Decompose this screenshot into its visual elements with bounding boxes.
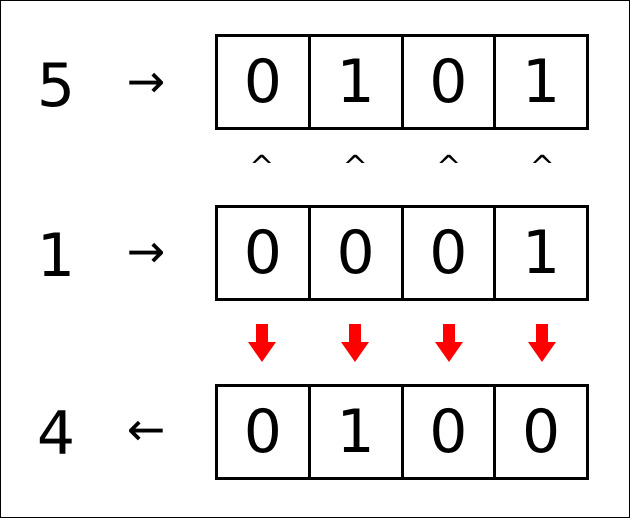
row2-bit-1: 0 [218, 208, 311, 298]
row3-bit-boxes: 0 1 0 0 [215, 384, 589, 480]
down-arrow-icon [341, 324, 370, 362]
row2-bit-3: 0 [404, 208, 497, 298]
row1-decimal-value: 5 [36, 51, 76, 121]
down-arrow-icon [434, 324, 463, 362]
down-arrow-icon [528, 324, 557, 362]
row2-bit-2: 0 [311, 208, 404, 298]
row3-bit-4: 0 [522, 397, 561, 467]
row1-right-arrow: → [126, 54, 166, 108]
row1-bit-1: 0 [218, 37, 311, 127]
row2-bit-4: 1 [522, 218, 561, 288]
row2-bit-boxes: 0 0 0 1 [215, 205, 589, 301]
down-arrow-icon [247, 324, 276, 362]
xor-operator-3: ^ [436, 150, 462, 185]
row2-decimal-value: 1 [36, 221, 76, 291]
xor-operator-1: ^ [249, 150, 275, 185]
row3-bit-3: 0 [404, 387, 497, 477]
row1-bit-boxes: 0 1 0 1 [215, 34, 589, 130]
xor-operator-4: ^ [529, 150, 555, 185]
operator-row: ^ ^ ^ ^ [215, 148, 589, 188]
row1-bit-4: 1 [522, 47, 561, 117]
row2-right-arrow: → [126, 224, 166, 278]
row3-bit-2: 1 [311, 387, 404, 477]
xor-operator-2: ^ [342, 150, 368, 185]
row3-left-arrow: ← [126, 402, 166, 456]
row1-bit-3: 0 [404, 37, 497, 127]
row3-bit-1: 0 [218, 387, 311, 477]
result-arrow-row [215, 324, 589, 364]
row3-decimal-value: 4 [36, 399, 76, 469]
row1-bit-2: 1 [311, 37, 404, 127]
